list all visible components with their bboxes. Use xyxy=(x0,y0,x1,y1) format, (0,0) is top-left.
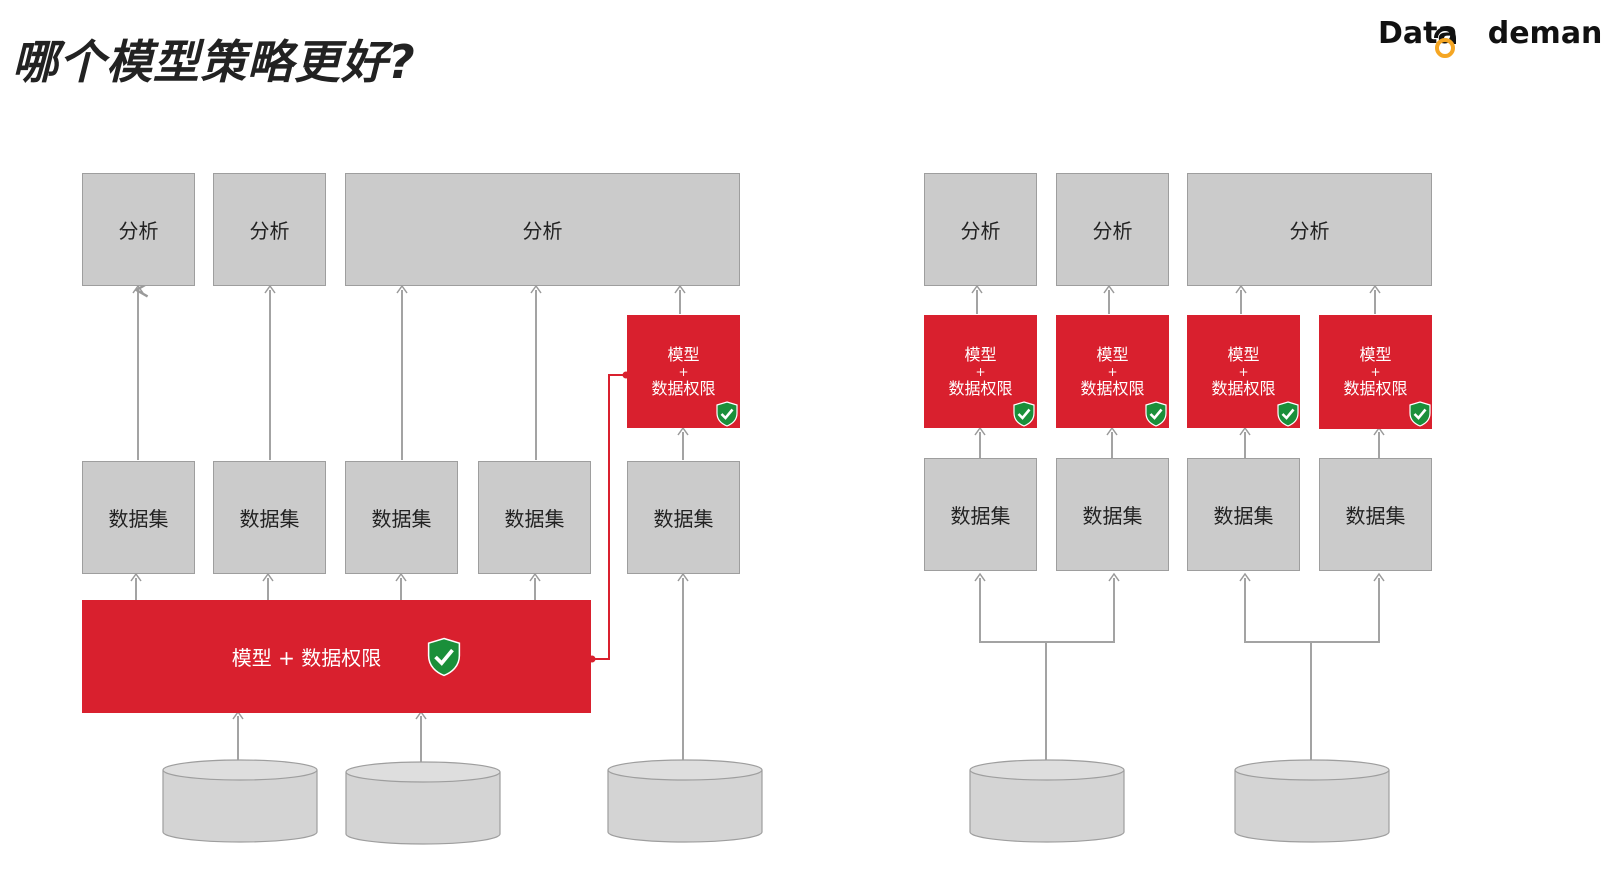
model-label: 模型 xyxy=(964,344,997,364)
plus-label: + xyxy=(975,364,986,379)
plus-label: + xyxy=(678,364,689,379)
shield-check-icon xyxy=(1013,401,1035,427)
shield-check-icon xyxy=(1277,401,1299,427)
model-label: 模型 xyxy=(1096,344,1129,364)
database-icon xyxy=(1234,759,1390,843)
dataset-box: 数据集 xyxy=(1056,458,1169,571)
analysis-box-wide: 分析 xyxy=(1187,173,1432,286)
logo-text-right: demand xyxy=(1487,16,1602,51)
model-permission-label: 模型 + 数据权限 xyxy=(231,646,382,670)
dataset-box: 数据集 xyxy=(1187,458,1300,571)
shield-check-icon xyxy=(716,401,738,427)
analysis-box: 分析 xyxy=(924,173,1037,286)
model-label: 模型 xyxy=(1227,344,1260,364)
dataset-box: 数据集 xyxy=(924,458,1037,571)
model-permission-box-large: 模型 + 数据权限 xyxy=(82,600,591,713)
plus-label: + xyxy=(1238,364,1249,379)
permission-label: 数据权限 xyxy=(1343,379,1408,398)
dataset-box: 数据集 xyxy=(627,461,740,574)
plus-label: + xyxy=(1107,364,1118,379)
logo-mark-icon xyxy=(1434,27,1456,58)
permission-label: 数据权限 xyxy=(948,378,1013,398)
analysis-box: 分析 xyxy=(1056,173,1169,286)
model-permission-box: 模型 + 数据权限 xyxy=(627,315,740,428)
database-icon xyxy=(607,759,763,843)
shield-check-icon xyxy=(427,637,461,677)
dataset-box: 数据集 xyxy=(213,461,326,574)
analysis-box: 分析 xyxy=(82,173,195,286)
permission-label: 数据权限 xyxy=(651,378,716,398)
dataset-box: 数据集 xyxy=(82,461,195,574)
shield-check-icon xyxy=(1145,401,1167,427)
page-title: 哪个模型策略更好? xyxy=(12,35,416,89)
analysis-box: 分析 xyxy=(213,173,326,286)
dataset-box: 数据集 xyxy=(345,461,458,574)
model-label: 模型 xyxy=(1359,345,1392,364)
analysis-box-wide: 分析 xyxy=(345,173,740,286)
permission-label: 数据权限 xyxy=(1211,378,1276,398)
database-icon xyxy=(345,761,501,845)
dataset-box: 数据集 xyxy=(478,461,591,574)
model-label: 模型 xyxy=(667,344,700,364)
database-icon xyxy=(162,759,318,843)
plus-label: + xyxy=(1370,365,1381,379)
logo-text-left: Data xyxy=(1378,16,1458,51)
dataset-box: 数据集 xyxy=(1319,458,1432,571)
brand-logo: Data demand xyxy=(1378,16,1602,58)
permission-label: 数据权限 xyxy=(1080,378,1145,398)
shield-check-icon xyxy=(1409,401,1431,427)
database-icon xyxy=(969,759,1125,843)
